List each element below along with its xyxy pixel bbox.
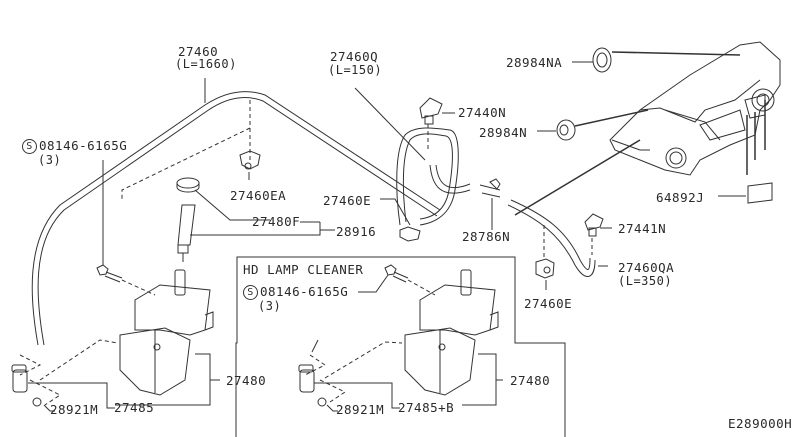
hose-27460q bbox=[396, 127, 471, 226]
label-28921m-left: 28921M bbox=[50, 402, 99, 417]
standard-part-symbol-icon: S bbox=[243, 285, 258, 300]
label-28984n: 28984N bbox=[479, 125, 528, 140]
leader-27460q bbox=[354, 87, 426, 161]
standard-part-symbol-icon: S bbox=[22, 139, 37, 154]
label-27460qa-length: (L=350) bbox=[618, 274, 673, 288]
grommet-28984na-icon bbox=[592, 47, 612, 73]
label-64892j: 64892J bbox=[656, 190, 705, 205]
nozzle-27441n-icon bbox=[584, 213, 604, 237]
label-28984na: 28984NA bbox=[506, 55, 563, 70]
cap-27480f-icon bbox=[176, 177, 200, 193]
connector-28786n-icon bbox=[479, 178, 501, 198]
label-bolt-qty-box: (3) bbox=[258, 299, 282, 313]
bolt-box-icon bbox=[384, 264, 409, 283]
bolt-left-icon bbox=[96, 264, 123, 283]
label-27485b: 27485+B bbox=[398, 400, 455, 415]
pump-28921m-left-icon bbox=[11, 364, 42, 407]
label-27460qa: 27460QA bbox=[618, 260, 675, 275]
label-27440n: 27440N bbox=[458, 105, 507, 120]
label-27460-length: (L=1660) bbox=[175, 57, 237, 71]
clip-27460e-upper-icon bbox=[399, 226, 421, 242]
label-28786n: 28786N bbox=[462, 229, 511, 244]
nozzle-27440n-icon bbox=[419, 97, 443, 125]
grommet-28984n-icon bbox=[556, 119, 576, 141]
label-bolt-qty-left: (3) bbox=[38, 153, 62, 167]
car-illustration bbox=[609, 41, 781, 176]
label-64892j-icon bbox=[747, 182, 773, 204]
label-27480f: 27480F bbox=[252, 214, 301, 229]
label-27480-right: 27480 bbox=[510, 373, 551, 388]
label-27460q: 27460Q bbox=[330, 49, 379, 64]
label-27485: 27485 bbox=[114, 400, 155, 415]
tank-27480-left-icon bbox=[119, 269, 214, 396]
clip-27460ea-icon bbox=[239, 150, 261, 170]
diagram-code: E289000H bbox=[728, 416, 793, 431]
label-27460: 27460 bbox=[178, 44, 219, 59]
label-27460e-upper: 27460E bbox=[323, 193, 372, 208]
main-hose-27460 bbox=[31, 91, 441, 346]
hose-27460qa bbox=[507, 199, 596, 277]
label-27480-left: 27480 bbox=[226, 373, 267, 388]
label-27441n: 27441N bbox=[618, 221, 667, 236]
label-27460ea: 27460EA bbox=[230, 188, 287, 203]
hd-lamp-cleaner-title: HD LAMP CLEANER bbox=[243, 262, 364, 277]
label-27460e-lower: 27460E bbox=[524, 296, 573, 311]
label-27460q-length: (L=150) bbox=[328, 63, 383, 77]
label-28921m-right: 28921M bbox=[336, 402, 385, 417]
pump-28921m-right-icon bbox=[298, 364, 327, 407]
inlet-28916-icon bbox=[177, 204, 196, 262]
tank-27480-right-icon bbox=[404, 269, 499, 396]
clip-27460e-icon bbox=[535, 258, 555, 279]
label-28916: 28916 bbox=[336, 224, 377, 239]
hd-lamp-cleaner-box bbox=[235, 256, 566, 437]
